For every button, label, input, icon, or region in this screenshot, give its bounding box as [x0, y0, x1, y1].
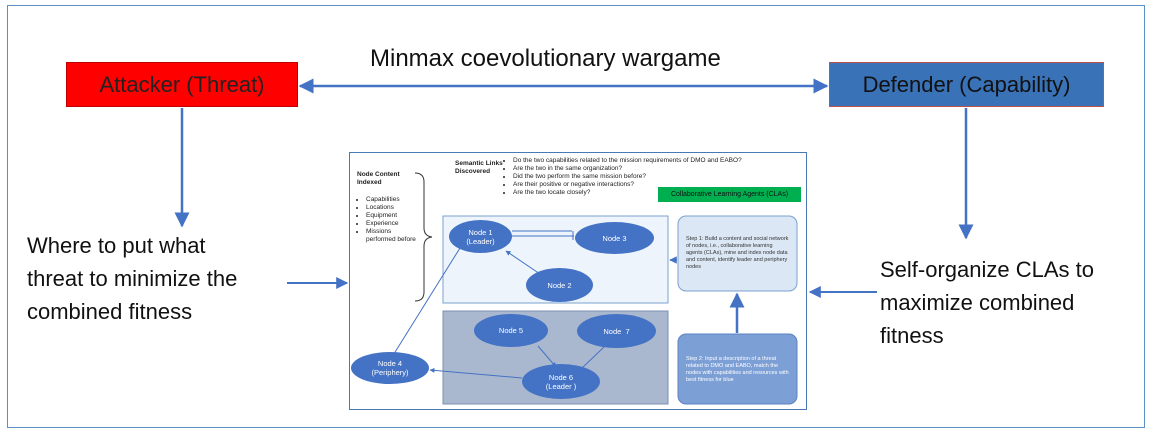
node-5: Node 5	[474, 314, 548, 347]
attacker-description: Where to put what threat to minimize the…	[27, 229, 237, 328]
outer-frame	[7, 5, 1145, 428]
node-content-item: Experience	[366, 220, 419, 228]
node-content-item: Missions performed before	[366, 228, 419, 244]
edge-n4-n1	[391, 247, 461, 358]
step1-text: Step 1: Build a content and social netwo…	[686, 236, 789, 270]
defender-description: Self-organize CLAs to maximize combined …	[880, 253, 1094, 352]
node-2: Node 2	[526, 268, 593, 302]
edge-n2-n1	[505, 250, 541, 275]
node-6: Node 6 (Leader )	[522, 364, 600, 399]
edge-n5-n6	[537, 345, 557, 368]
attacker-box: Attacker (Threat)	[66, 62, 298, 107]
node-content-item: Equipment	[366, 212, 419, 220]
node-7: Node 7	[577, 314, 656, 348]
step1-box	[677, 215, 798, 292]
node-content-item: Capabilities	[366, 196, 419, 204]
attacker-description-line: threat to minimize the	[27, 266, 238, 291]
step2-box	[677, 333, 798, 405]
semantic-link-item: Did the two perform the same mission bef…	[513, 173, 800, 181]
node-content-brace	[414, 172, 433, 302]
defender-description-line: Self-organize CLAs to	[880, 257, 1094, 282]
defender-box: Defender (Capability)	[829, 62, 1104, 107]
attacker-description-line: combined fitness	[27, 299, 193, 324]
semantic-link-item: Are the two locate closely?	[513, 189, 800, 197]
edge-n7-n6	[581, 346, 605, 369]
edge-n6-n4	[429, 367, 523, 379]
defender-description-line: fitness	[880, 323, 944, 348]
semantic-links-title: Semantic Links Discovered	[455, 160, 503, 175]
semantic-link-item: Do the two capabilities related to the m…	[513, 157, 800, 165]
step2-text: Step 2: Input a description of a threat …	[686, 356, 789, 383]
diagram-title: Minmax coevolutionary wargame	[370, 45, 721, 72]
node-3: Node 3	[575, 222, 654, 254]
attacker-description-line: Where to put what	[27, 233, 206, 258]
semantic-link-item: Are the two in the same organization?	[513, 165, 800, 173]
node-content-title: Node Content Indexed	[357, 171, 400, 186]
node-1: Node 1 (Leader)	[449, 220, 512, 253]
node-4: Node 4 (Periphery)	[351, 352, 429, 384]
node-content-list: Capabilities Locations Equipment Experie…	[357, 196, 419, 244]
semantic-links-list: Do the two capabilities related to the m…	[504, 157, 800, 197]
node-content-item: Locations	[366, 204, 419, 212]
cla-label: Collaborative Learning Agents (CLAs)	[658, 187, 801, 202]
semantic-link-item: Are their positive or negative interacti…	[513, 181, 800, 189]
defender-description-line: maximize combined	[880, 290, 1075, 315]
